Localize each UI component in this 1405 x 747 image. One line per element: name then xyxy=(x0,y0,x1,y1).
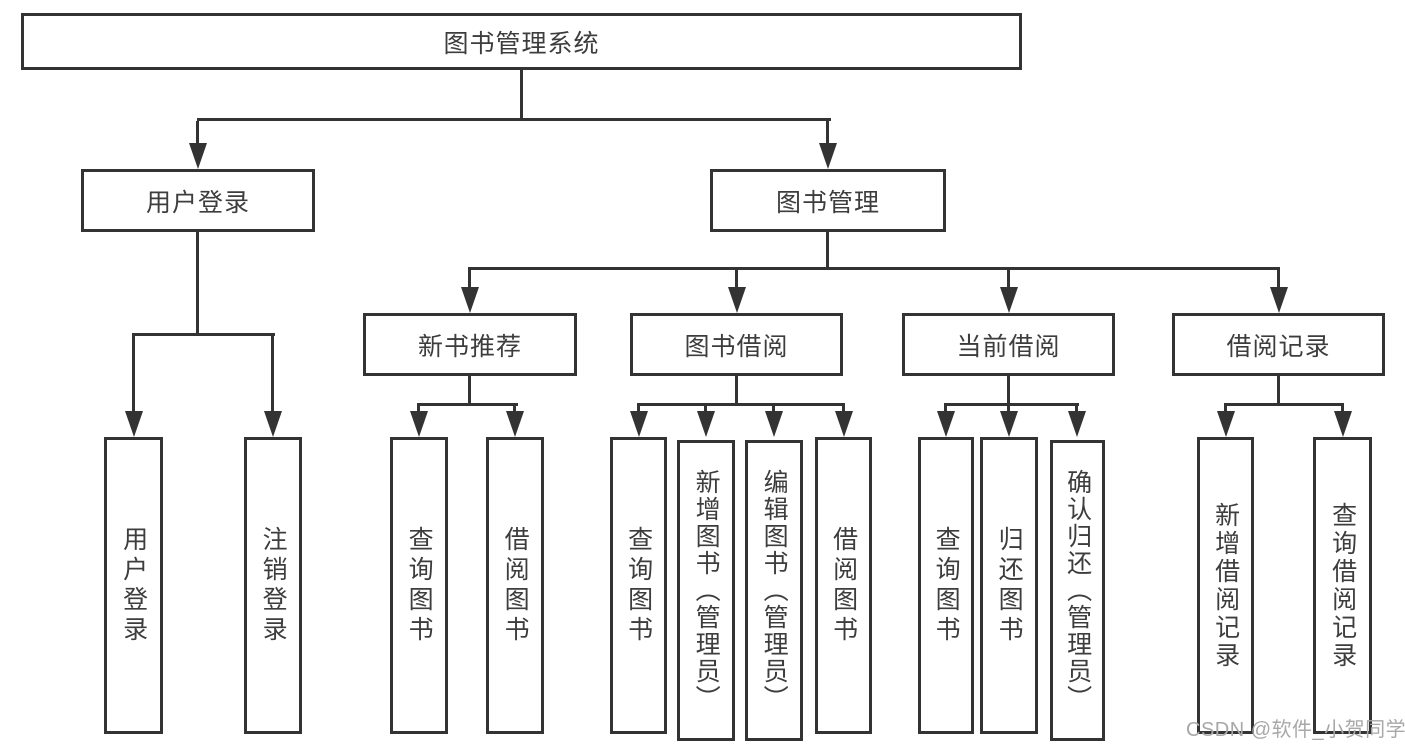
connector-line xyxy=(468,376,471,406)
connector-line xyxy=(944,406,947,413)
leaf-br-query-record: 查询借阅记录 xyxy=(1313,437,1372,734)
connector-line xyxy=(735,270,738,288)
node-user-login: 用户登录 xyxy=(81,169,315,232)
connector-line xyxy=(1075,406,1078,413)
node-new-book-recommend: 新书推荐 xyxy=(363,313,577,376)
arrowhead-icon xyxy=(765,411,783,437)
leaf-cb-return-book: 归还图书 xyxy=(980,437,1038,734)
arrowhead-icon xyxy=(189,143,207,169)
connector-line xyxy=(637,406,640,413)
connector-line xyxy=(826,231,829,270)
arrowhead-icon xyxy=(506,411,524,437)
node-current-borrow: 当前借阅 xyxy=(902,313,1115,376)
arrowhead-icon xyxy=(697,411,715,437)
leaf-logout-label: 注销登录 xyxy=(259,525,288,646)
connector-line xyxy=(468,267,1280,270)
leaf-cb-query-book: 查询图书 xyxy=(918,437,974,734)
connector-line xyxy=(197,118,831,121)
connector-line xyxy=(132,336,135,412)
node-borrow-record: 借阅记录 xyxy=(1172,313,1385,376)
connector-line xyxy=(132,333,275,336)
node-book-management-label: 图书管理 xyxy=(775,188,880,217)
arrowhead-icon xyxy=(410,411,428,437)
node-borrow-record-label: 借阅记录 xyxy=(1226,332,1331,361)
leaf-bb-edit-book-admin: 编辑图书（管理员） xyxy=(745,440,803,741)
node-book-management: 图书管理 xyxy=(710,169,946,232)
arrowhead-icon xyxy=(819,143,837,169)
connector-line xyxy=(271,336,274,412)
connector-line xyxy=(1224,406,1227,413)
connector-line xyxy=(1007,406,1010,413)
connector-line xyxy=(1224,403,1344,406)
leaf-cb-query-book-label: 查询图书 xyxy=(932,525,961,646)
arrowhead-icon xyxy=(1068,411,1086,437)
arrowhead-icon xyxy=(728,287,746,313)
connector-line xyxy=(417,403,518,406)
connector-line xyxy=(1277,270,1280,288)
connector-line xyxy=(842,406,845,413)
leaf-nb-query-book: 查询图书 xyxy=(390,437,448,734)
arrowhead-icon xyxy=(125,411,143,437)
connector-line xyxy=(1007,376,1010,406)
leaf-cb-confirm-return-admin: 确认归还（管理员） xyxy=(1050,440,1105,741)
leaf-bb-query-book: 查询图书 xyxy=(610,437,667,734)
connector-line xyxy=(1277,376,1280,406)
leaf-br-query-record-label: 查询借阅记录 xyxy=(1328,501,1357,670)
node-user-login-label: 用户登录 xyxy=(145,188,250,217)
connector-line xyxy=(468,270,471,288)
node-library-system: 图书管理系统 xyxy=(21,13,1022,70)
arrowhead-icon xyxy=(1217,411,1235,437)
arrowhead-icon xyxy=(1270,287,1288,313)
connector-line xyxy=(944,403,1079,406)
leaf-br-add-record-label: 新增借阅记录 xyxy=(1211,501,1240,670)
leaf-br-add-record: 新增借阅记录 xyxy=(1197,437,1254,734)
leaf-bb-edit-book-admin-label: 编辑图书（管理员） xyxy=(760,469,789,712)
connector-line xyxy=(513,406,516,413)
leaf-bb-add-book-admin-label: 新增图书（管理员） xyxy=(692,469,721,712)
node-book-borrow: 图书借阅 xyxy=(630,313,843,376)
arrowhead-icon xyxy=(835,411,853,437)
arrowhead-icon xyxy=(1334,411,1352,437)
node-new-book-recommend-label: 新书推荐 xyxy=(417,332,522,361)
arrowhead-icon xyxy=(461,287,479,313)
arrowhead-icon xyxy=(630,411,648,437)
connector-line xyxy=(637,403,845,406)
arrowhead-icon xyxy=(937,411,955,437)
connector-line xyxy=(772,406,775,413)
connector-line xyxy=(520,69,523,119)
leaf-user-login-label: 用户登录 xyxy=(119,525,148,646)
connector-line xyxy=(196,121,199,145)
leaf-bb-query-book-label: 查询图书 xyxy=(624,525,653,646)
connector-line xyxy=(196,231,199,335)
leaf-cb-return-book-label: 归还图书 xyxy=(995,525,1024,646)
connector-line xyxy=(826,121,829,145)
leaf-bb-borrow-book: 借阅图书 xyxy=(815,437,872,734)
watermark: CSDN @软件_小贺同学 xyxy=(1186,719,1405,741)
connector-line xyxy=(704,406,707,413)
leaf-logout: 注销登录 xyxy=(244,437,302,734)
arrowhead-icon xyxy=(264,411,282,437)
leaf-user-login: 用户登录 xyxy=(104,437,163,734)
node-current-borrow-label: 当前借阅 xyxy=(956,332,1061,361)
connector-line xyxy=(1007,270,1010,288)
leaf-nb-query-book-label: 查询图书 xyxy=(405,525,434,646)
arrowhead-icon xyxy=(1000,411,1018,437)
node-book-borrow-label: 图书借阅 xyxy=(684,332,789,361)
connector-line xyxy=(735,376,738,406)
node-library-system-label: 图书管理系统 xyxy=(443,29,600,58)
leaf-nb-borrow-book-label: 借阅图书 xyxy=(501,525,530,646)
leaf-nb-borrow-book: 借阅图书 xyxy=(486,437,544,734)
leaf-bb-add-book-admin: 新增图书（管理员） xyxy=(677,440,735,741)
arrowhead-icon xyxy=(1000,287,1018,313)
leaf-cb-confirm-return-admin-label: 确认归还（管理员） xyxy=(1063,469,1092,712)
connector-line xyxy=(417,406,420,413)
leaf-bb-borrow-book-label: 借阅图书 xyxy=(829,525,858,646)
connector-line xyxy=(1341,406,1344,413)
